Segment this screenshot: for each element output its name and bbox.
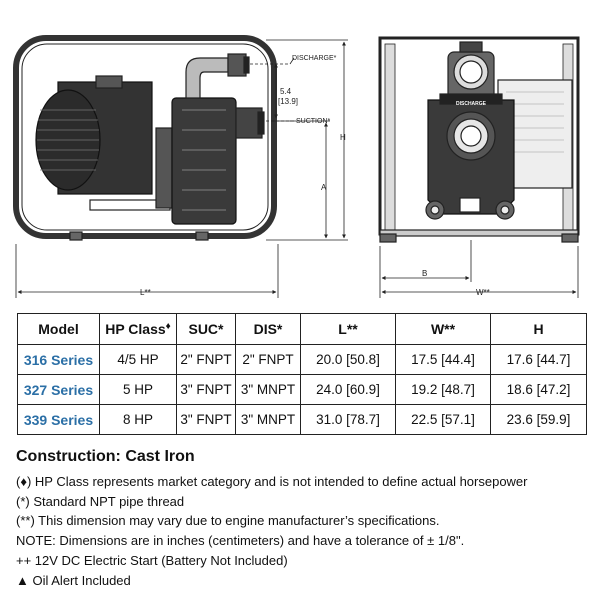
diamond-icon: ♦: [165, 321, 171, 332]
note-units-tolerance: NOTE: Dimensions are in inches (centimet…: [16, 533, 465, 549]
note-hp-class: (♦) HP Class represents market category …: [16, 474, 528, 489]
header-length: L**: [300, 313, 396, 345]
header-height: H: [490, 313, 587, 345]
dim-h-side: H: [340, 133, 346, 142]
header-width: W**: [395, 313, 491, 345]
header-hp-class: HP Class♦: [99, 313, 177, 345]
note-electric-start: ++ 12V DC Electric Start (Battery Not In…: [16, 552, 288, 568]
dim-w: W**: [476, 288, 490, 297]
suc-cell: 2" FNPT: [176, 344, 236, 375]
table-row: 316 Series 4/5 HP 2" FNPT 2" FNPT 20.0 […: [17, 344, 587, 375]
hp-cell: 8 HP: [99, 404, 177, 435]
height-cell: 23.6 [59.9]: [490, 404, 587, 435]
specifications-table: Model HP Class♦ SUC* DIS* L** W** H 316 …: [17, 313, 587, 435]
model-cell[interactable]: 327 Series: [17, 374, 100, 405]
suc-cell: 3" FNPT: [176, 374, 236, 405]
dis-cell: 3" MNPT: [235, 374, 301, 405]
table-row: 339 Series 8 HP 3" FNPT 3" MNPT 31.0 [78…: [17, 404, 587, 435]
suc-cell: 3" FNPT: [176, 404, 236, 435]
discharge-callout: DISCHARGE*: [292, 55, 337, 62]
table-row: 327 Series 5 HP 3" FNPT 3" MNPT 24.0 [60…: [17, 374, 587, 405]
pump-dimension-drawings: DISCHARGE* SUCTION* 5.4 [13.9] H A L**: [13, 35, 580, 298]
note-engine-variation: (**) This dimension may vary due to engi…: [16, 513, 440, 529]
model-cell[interactable]: 316 Series: [17, 344, 100, 375]
header-model: Model: [17, 313, 100, 345]
construction-heading: Construction: Cast Iron: [16, 448, 195, 465]
pump-front-view: [378, 36, 580, 243]
note-npt-thread: (*) Standard NPT pipe thread: [16, 493, 185, 509]
suction-callout: SUCTION*: [296, 118, 331, 125]
length-cell: 31.0 [78.7]: [300, 404, 396, 435]
dis-cell: 2" FNPT: [235, 344, 301, 375]
dim-b: B: [422, 269, 427, 278]
note-oil-alert: ▲ Oil Alert Included: [16, 572, 131, 588]
height-cell: 18.6 [47.2]: [490, 374, 587, 405]
dim-l: L**: [140, 288, 151, 297]
length-cell: 20.0 [50.8]: [300, 344, 396, 375]
height-cell: 17.6 [44.7]: [490, 344, 587, 375]
dim-a: A: [321, 183, 327, 192]
width-cell: 19.2 [48.7]: [395, 374, 491, 405]
length-cell: 24.0 [60.9]: [300, 374, 396, 405]
hp-cell: 5 HP: [99, 374, 177, 405]
table-header-row: Model HP Class♦ SUC* DIS* L** W** H: [17, 313, 587, 345]
header-hp-class-label: HP Class: [105, 321, 166, 337]
dis-cell: 3" MNPT: [235, 404, 301, 435]
header-suction: SUC*: [176, 313, 236, 345]
front-dimension-lines: [379, 240, 579, 298]
width-cell: 22.5 [57.1]: [395, 404, 491, 435]
header-discharge: DIS*: [235, 313, 301, 345]
hp-cell: 4/5 HP: [99, 344, 177, 375]
offset-inches: 5.4: [280, 87, 292, 96]
width-cell: 17.5 [44.4]: [395, 344, 491, 375]
side-dimension-lines: [15, 39, 348, 298]
offset-cm: [13.9]: [278, 97, 298, 106]
pump-side-view: [13, 35, 277, 241]
model-cell[interactable]: 339 Series: [17, 404, 100, 435]
pump-plate-label: DISCHARGE: [456, 101, 487, 107]
footnotes-list: (♦) HP Class represents market category …: [16, 472, 528, 590]
